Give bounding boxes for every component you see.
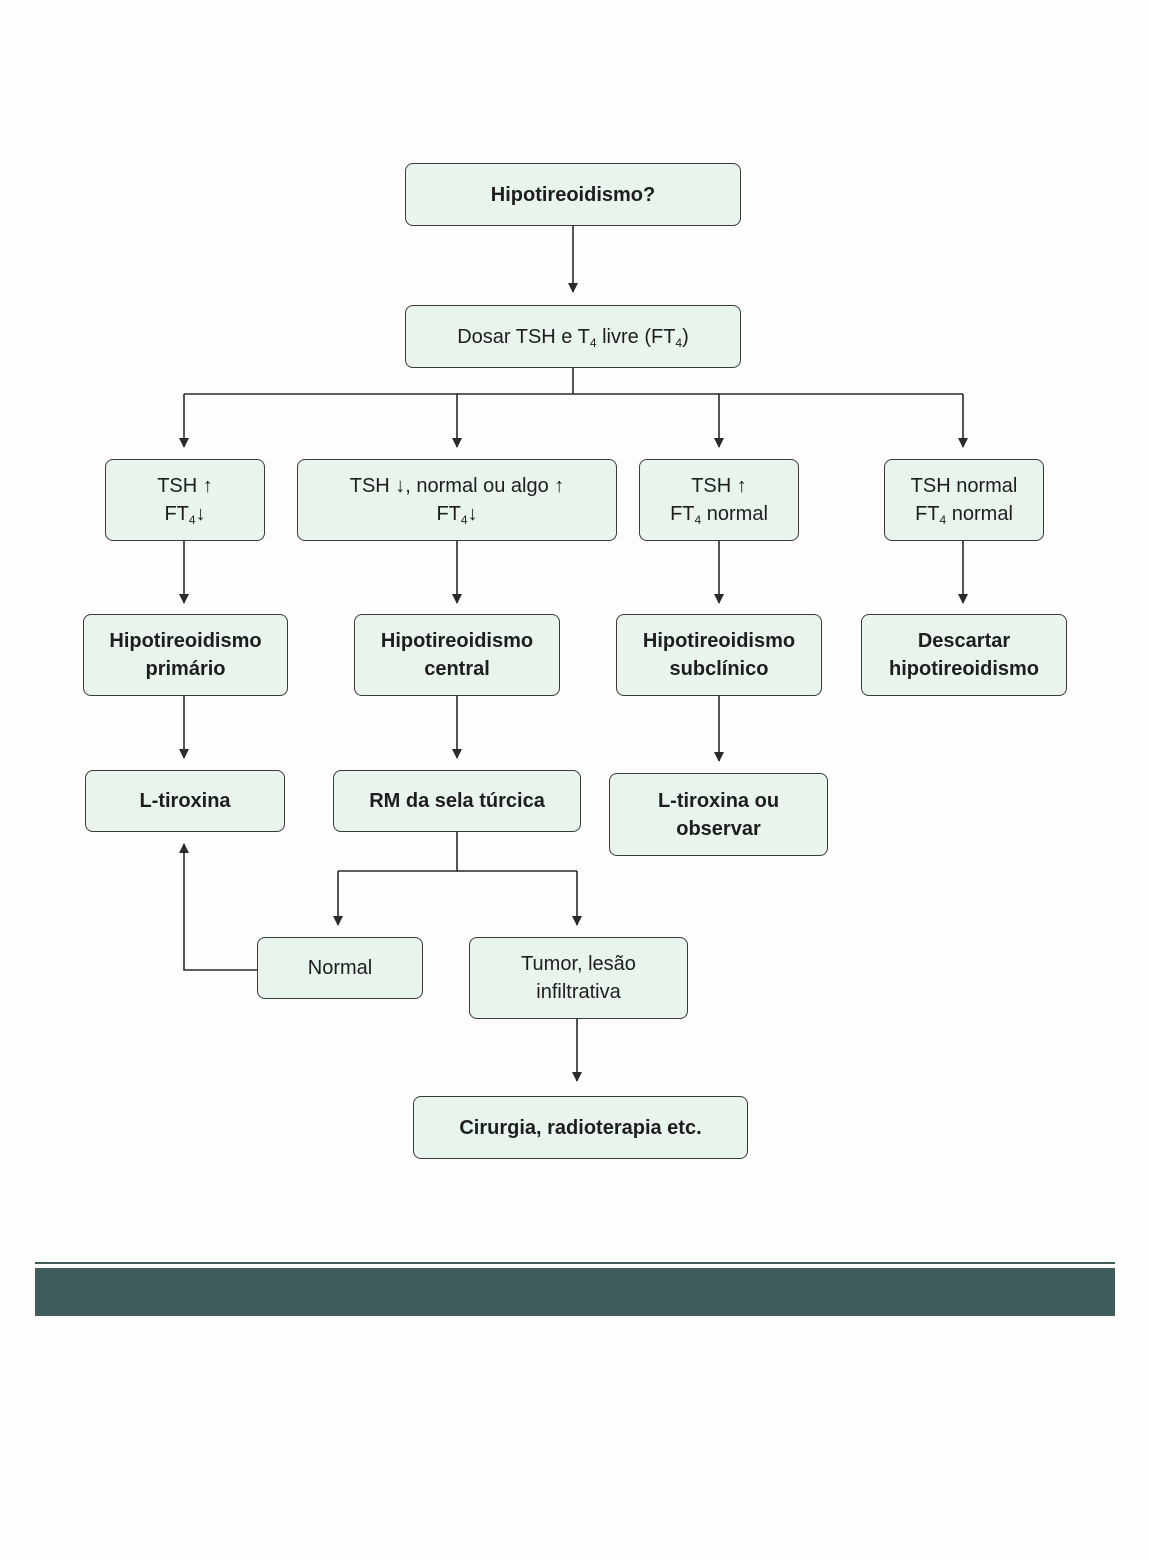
node-primary-hypothyroidism: Hipotireoidismo primário bbox=[83, 614, 288, 696]
node-hypothyroidism-question: Hipotireoidismo? bbox=[405, 163, 741, 226]
node-label: Hipotireoidismo? bbox=[490, 183, 656, 206]
node-line-2: primário bbox=[145, 658, 226, 680]
node-l-thyroxine: L-tiroxina bbox=[85, 770, 285, 832]
node-condition-tsh-normal-ft4-normal: TSH normal FT4 normal bbox=[884, 459, 1044, 541]
node-line-1: Descartar bbox=[917, 630, 1011, 652]
node-line-2: FT4↓ bbox=[436, 503, 478, 527]
node-normal: Normal bbox=[257, 937, 423, 999]
node-line-1: Hipotireoidismo bbox=[109, 630, 262, 652]
node-line-2: FT4↓ bbox=[164, 503, 206, 527]
node-condition-tsh-high-ft4-normal: TSH ↑ FT4 normal bbox=[639, 459, 799, 541]
node-line-2: central bbox=[424, 658, 490, 680]
node-subclinical-hypothyroidism: Hipotireoidismo subclínico bbox=[616, 614, 822, 696]
node-tumor-infiltrative-lesion: Tumor, lesão infiltrativa bbox=[469, 937, 688, 1019]
node-condition-tsh-low-normal: TSH ↓, normal ou algo ↑ FT4↓ bbox=[297, 459, 617, 541]
node-label: Cirurgia, radioterapia etc. bbox=[459, 1116, 702, 1139]
node-surgery-radiotherapy: Cirurgia, radioterapia etc. bbox=[413, 1096, 748, 1159]
arrow-normal-to-e1 bbox=[179, 843, 257, 971]
node-line-2: FT4 normal bbox=[670, 503, 768, 527]
node-line-1: TSH normal bbox=[910, 475, 1018, 497]
node-label: RM da sela túrcica bbox=[369, 790, 545, 812]
node-line-1: Hipotireoidismo bbox=[380, 630, 534, 652]
node-l-thyroxine-or-observe: L-tiroxina ou observar bbox=[609, 773, 828, 856]
branch-e2-split bbox=[338, 832, 458, 872]
node-line-2: infiltrativa bbox=[536, 981, 621, 1003]
node-label: Normal bbox=[307, 957, 373, 979]
node-line-2: FT4 normal bbox=[915, 503, 1013, 527]
node-line-1: TSH ↑ bbox=[157, 475, 213, 497]
node-rule-out-hypothyroidism: Descartar hipotireoidismo bbox=[861, 614, 1067, 696]
node-line-1: Tumor, lesão bbox=[521, 953, 636, 975]
node-measure-tsh-ft4: Dosar TSH e T4 livre (FT4) bbox=[405, 305, 741, 368]
node-central-hypothyroidism: Hipotireoidismo central bbox=[354, 614, 560, 696]
node-line-1: TSH ↓, normal ou algo ↑ bbox=[349, 475, 565, 497]
node-line-1: TSH ↑ bbox=[691, 475, 747, 497]
node-label: Dosar TSH e T4 livre (FT4) bbox=[457, 325, 689, 350]
node-line-1: L-tiroxina ou bbox=[657, 789, 780, 812]
footer-band bbox=[35, 1268, 1115, 1316]
node-line-1: Hipotireoidismo bbox=[642, 630, 796, 652]
node-condition-tsh-high-ft4-low: TSH ↑ FT4↓ bbox=[105, 459, 265, 541]
node-mri-sella: RM da sela túrcica bbox=[333, 770, 581, 832]
node-line-2: hipotireoidismo bbox=[889, 658, 1039, 680]
node-line-2: subclínico bbox=[669, 658, 769, 680]
footer-rule bbox=[35, 1262, 1115, 1264]
node-label: L-tiroxina bbox=[139, 790, 231, 812]
node-line-2: observar bbox=[676, 817, 761, 840]
